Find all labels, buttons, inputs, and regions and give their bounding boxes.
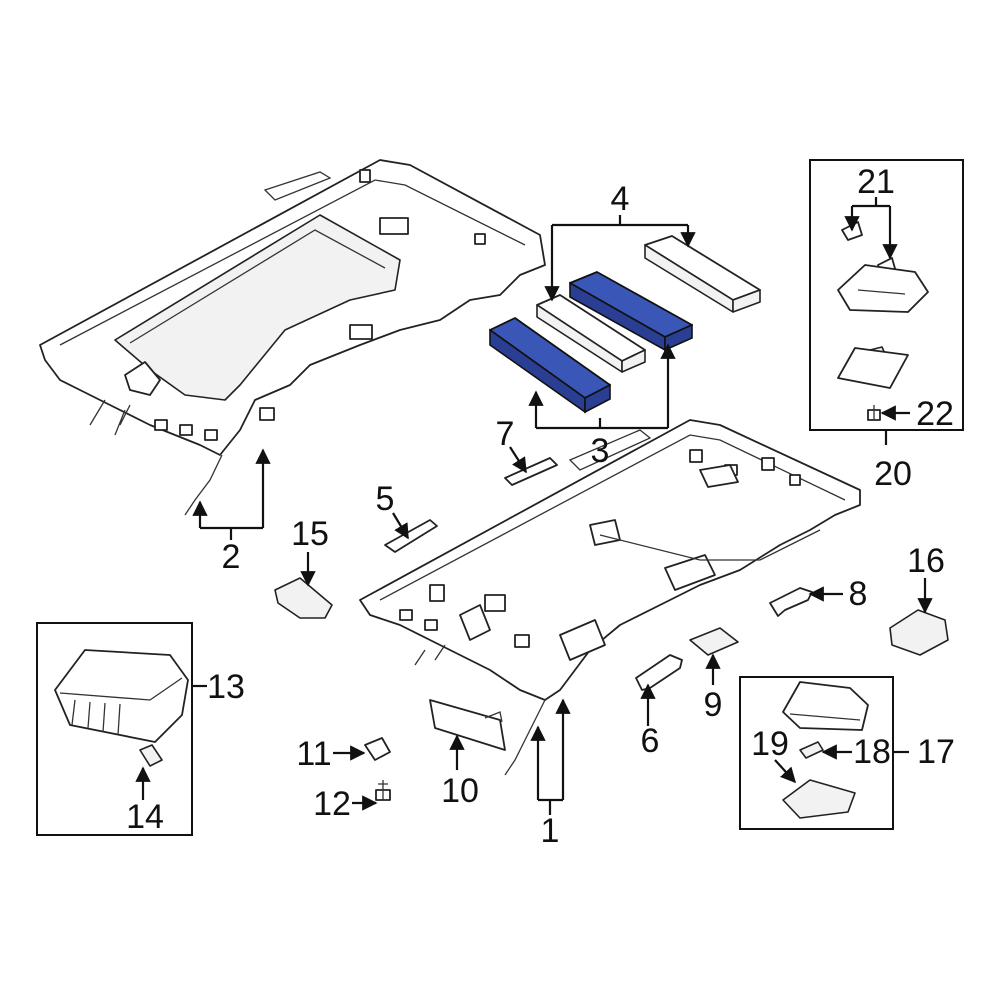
lamp-15 xyxy=(274,577,333,619)
leader-lines xyxy=(135,197,933,815)
dome-lamp-17 xyxy=(782,681,869,731)
box-13 xyxy=(36,622,193,836)
bulb-14 xyxy=(139,744,163,767)
callout-6: 6 xyxy=(641,722,660,760)
callout-20: 20 xyxy=(874,455,912,493)
callout-5: 5 xyxy=(376,480,395,518)
callout-18: 18 xyxy=(853,733,891,771)
screw-22 xyxy=(867,405,881,421)
lens-20 xyxy=(837,347,909,389)
callout-labels: 4 3 2 1 5 7 15 16 8 9 6 10 11 12 13 14 1… xyxy=(126,163,955,850)
callout-9: 9 xyxy=(704,686,723,724)
callout-4: 4 xyxy=(611,180,630,218)
lamp-9 xyxy=(689,627,739,656)
headliner-pad-3a xyxy=(489,317,611,414)
callout-19: 19 xyxy=(751,725,789,763)
callout-2: 2 xyxy=(222,538,241,576)
callout-7: 7 xyxy=(496,415,515,453)
callout-1: 1 xyxy=(541,812,560,850)
lens-19 xyxy=(782,779,856,819)
callout-16: 16 xyxy=(907,542,945,580)
headliner-pad-3b xyxy=(569,271,693,352)
bulb-18 xyxy=(799,741,824,759)
callout-13: 13 xyxy=(207,668,245,706)
callout-17: 17 xyxy=(917,733,955,771)
callout-8: 8 xyxy=(849,575,868,613)
overhead-console xyxy=(54,649,189,743)
callout-3: 3 xyxy=(591,432,610,470)
sun-visor xyxy=(429,699,506,751)
callout-22: 22 xyxy=(916,395,954,433)
callout-21: 21 xyxy=(857,163,895,201)
headliner-sunroof xyxy=(39,159,546,516)
headliner xyxy=(359,419,861,776)
callout-15: 15 xyxy=(291,515,329,553)
grab-handle-7 xyxy=(504,457,558,486)
screw-12 xyxy=(375,780,391,801)
callout-14: 14 xyxy=(126,798,164,836)
map-lamp-20 xyxy=(837,264,929,313)
callout-12: 12 xyxy=(313,785,351,823)
headliner-pad-4a xyxy=(536,294,646,373)
grab-handle-6 xyxy=(635,654,683,691)
headliner-pad-4b xyxy=(644,235,761,313)
grab-handle-8 xyxy=(769,587,813,617)
lamp-16 xyxy=(889,609,949,656)
clip-11 xyxy=(364,737,391,761)
callout-11: 11 xyxy=(296,735,331,773)
grab-handle-5 xyxy=(384,519,438,553)
callout-10: 10 xyxy=(441,772,479,810)
